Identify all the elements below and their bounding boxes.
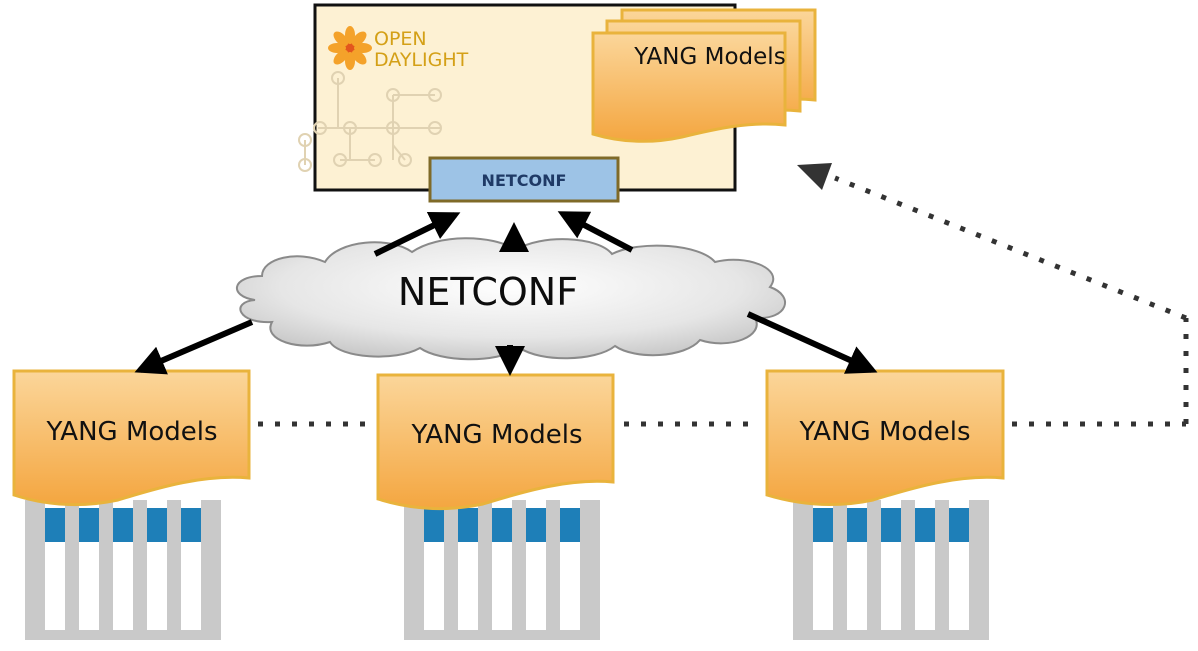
logo-text-daylight: DAYLIGHT xyxy=(374,49,469,71)
controller-yang-models-stack: YANG Models xyxy=(591,8,817,143)
arrow-cloud-to-device-right xyxy=(746,311,878,374)
device-rack-center xyxy=(404,500,600,640)
cloud-netconf-label: NETCONF xyxy=(398,270,578,314)
dotted-model-sync-line xyxy=(258,175,1189,427)
device-rack-right xyxy=(793,500,989,640)
network-tree-icon xyxy=(298,71,442,172)
device-yang-models-label: YANG Models xyxy=(798,417,970,447)
netconf-cloud: NETCONF xyxy=(235,237,787,361)
controller-netconf-label: NETCONF xyxy=(482,171,567,190)
device-yang-models-center: YANG Models xyxy=(376,373,615,511)
controller-yang-models-label: YANG Models xyxy=(633,44,785,70)
logo-text-open: OPEN xyxy=(374,28,427,50)
device-rack-left xyxy=(25,500,221,640)
device-yang-models-left: YANG Models xyxy=(12,369,251,507)
sun-icon xyxy=(328,26,372,70)
arrow-cloud-to-controller-right xyxy=(557,211,634,253)
opendaylight-logo: OPEN DAYLIGHT xyxy=(328,26,469,71)
device-yang-models-label: YANG Models xyxy=(45,417,217,447)
netconf-arrows xyxy=(134,211,878,376)
arrow-cloud-to-device-left xyxy=(134,319,254,375)
controller-box: OPEN DAYLIGHT xyxy=(298,3,817,203)
controller-netconf-box: NETCONF xyxy=(428,156,620,203)
device-yang-models-label: YANG Models xyxy=(410,420,582,450)
arrow-cloud-to-controller-left xyxy=(373,212,461,257)
device-yang-models-right: YANG Models xyxy=(765,369,1005,507)
dotted-line-arrowhead xyxy=(797,163,832,190)
